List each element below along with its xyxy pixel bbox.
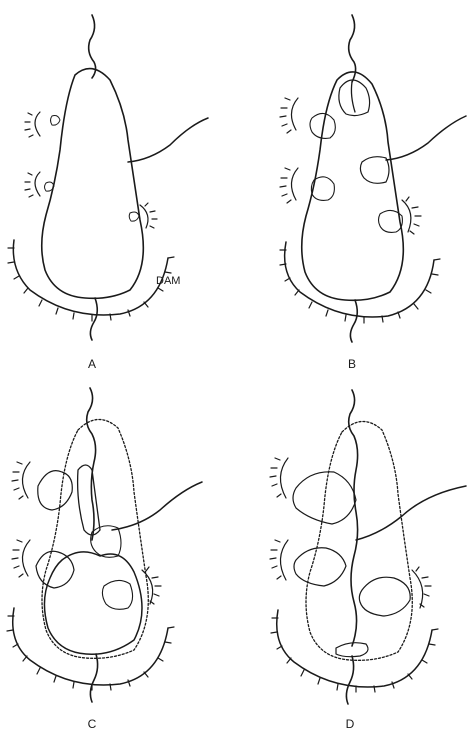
fan-deposit-d-3	[359, 577, 410, 616]
fan-deposit-c-3	[102, 580, 132, 609]
tributary-stream-d	[356, 486, 466, 540]
hillslope-d-2	[270, 540, 288, 580]
panel-label-d: D	[346, 717, 355, 731]
inflow-stream-d	[349, 390, 358, 646]
dam-arc-a	[8, 240, 174, 321]
hillslope-c-2	[12, 540, 30, 577]
reservoir-water-b	[302, 72, 404, 300]
tributary-stream-b	[386, 116, 466, 160]
fan-deposit-d-2	[294, 548, 346, 586]
tributary-stream-c	[112, 482, 202, 530]
reservoir-water-a	[42, 69, 144, 299]
hillslope-a-1	[25, 112, 40, 137]
outflow-stream-b	[350, 300, 357, 342]
hillslope-c-3	[142, 567, 161, 604]
gully-a-3	[129, 212, 139, 221]
panel-d: D	[270, 390, 466, 731]
inflow-stream-c	[87, 388, 96, 540]
panel-c: C	[7, 388, 202, 731]
hillslope-b-1	[280, 98, 298, 133]
hillslope-d-1	[270, 458, 288, 498]
fan-deposit-b-3	[379, 210, 403, 232]
tributary-delta-c	[91, 526, 121, 558]
panel-a: DAM A	[8, 15, 208, 371]
hillslope-b-3	[402, 197, 421, 234]
remaining-water-c	[44, 552, 142, 654]
hillslope-d-3	[412, 567, 431, 608]
upper-water-strip-c	[78, 465, 100, 535]
tributary-stream-a	[128, 118, 208, 162]
gully-a-1	[51, 116, 61, 126]
fan-deposit-c-1	[38, 471, 73, 510]
inflow-channel-b	[351, 82, 355, 112]
outflow-stream-c	[90, 654, 97, 702]
panel-b: B	[280, 15, 466, 371]
panel-label-c: C	[88, 717, 97, 731]
hillslope-c-1	[12, 462, 30, 499]
dam-arc-b	[280, 242, 440, 323]
hillslope-b-2	[280, 168, 298, 203]
dam-label: DAM	[156, 275, 180, 287]
tributary-delta-b	[360, 157, 389, 184]
panel-label-a: A	[88, 357, 96, 371]
dam-arc-c	[7, 608, 174, 690]
hillslope-a-3	[140, 203, 157, 228]
hillslope-a-2	[25, 172, 40, 197]
outflow-stream-d	[346, 656, 353, 704]
dam-arc-d	[271, 610, 438, 692]
panel-label-b: B	[348, 357, 356, 371]
reservoir-outline-d	[306, 421, 412, 660]
